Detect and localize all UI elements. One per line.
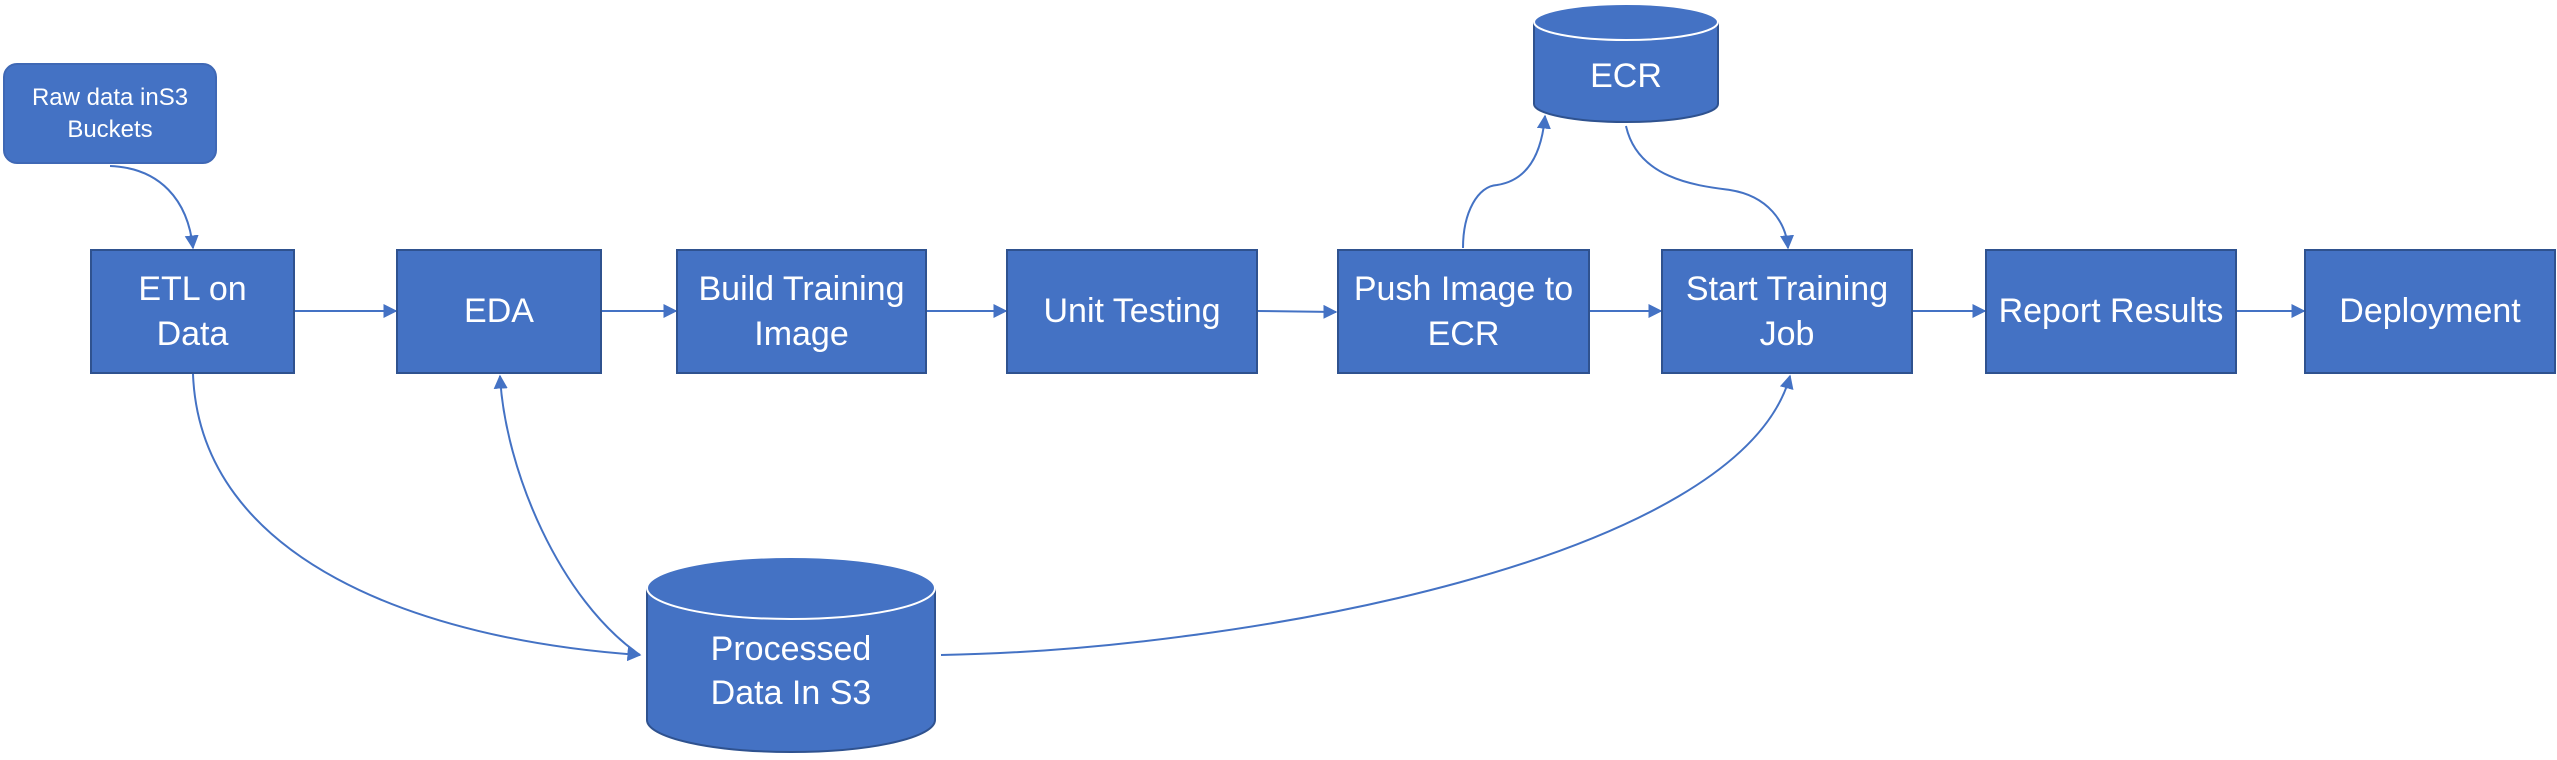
processed-data-label: Processed Data In S3 xyxy=(710,630,872,713)
build-training-image-label: Build Training Image xyxy=(698,270,905,353)
etl-node: ETL on Data xyxy=(90,249,295,374)
edge-ecr-to-start xyxy=(1625,125,1795,250)
report-results-label: Report Results xyxy=(1998,292,2224,331)
deployment-label: Deployment xyxy=(2339,292,2521,331)
push-image-node: Push Image to ECR xyxy=(1337,249,1590,374)
eda-node: EDA xyxy=(396,249,602,374)
etl-label: ETL on Data xyxy=(138,270,247,353)
eda-label: EDA xyxy=(464,292,534,331)
edge-raw-to-etl xyxy=(109,165,199,250)
push-image-label: Push Image to ECR xyxy=(1353,270,1574,353)
build-training-image-node: Build Training Image xyxy=(676,249,927,374)
deployment-node: Deployment xyxy=(2304,249,2556,374)
ecr-label: ECR xyxy=(1590,57,1662,95)
raw-data-node: Raw data inS3 Buckets xyxy=(3,63,217,164)
start-training-job-label: Start Training Job xyxy=(1685,270,1889,353)
unit-testing-node: Unit Testing xyxy=(1006,249,1258,374)
report-results-node: Report Results xyxy=(1985,249,2237,374)
ecr-cylinder-shape xyxy=(1533,3,1719,123)
edge-unit-to-push xyxy=(1256,304,1338,319)
edge-processed-to-start xyxy=(940,374,1794,656)
processed-data-cylinder: Processed Data In S3 xyxy=(644,555,938,755)
edge-push-to-ecr xyxy=(1462,114,1551,249)
unit-testing-label: Unit Testing xyxy=(1043,292,1221,331)
start-training-job-node: Start Training Job xyxy=(1661,249,1913,374)
ecr-cylinder: ECR xyxy=(1532,2,1720,124)
processed-data-cylinder-shape xyxy=(646,556,936,753)
edge-processed-to-eda xyxy=(493,374,641,656)
edge-etl-to-processed xyxy=(192,373,642,662)
raw-data-label: Raw data inS3 Buckets xyxy=(31,84,189,143)
